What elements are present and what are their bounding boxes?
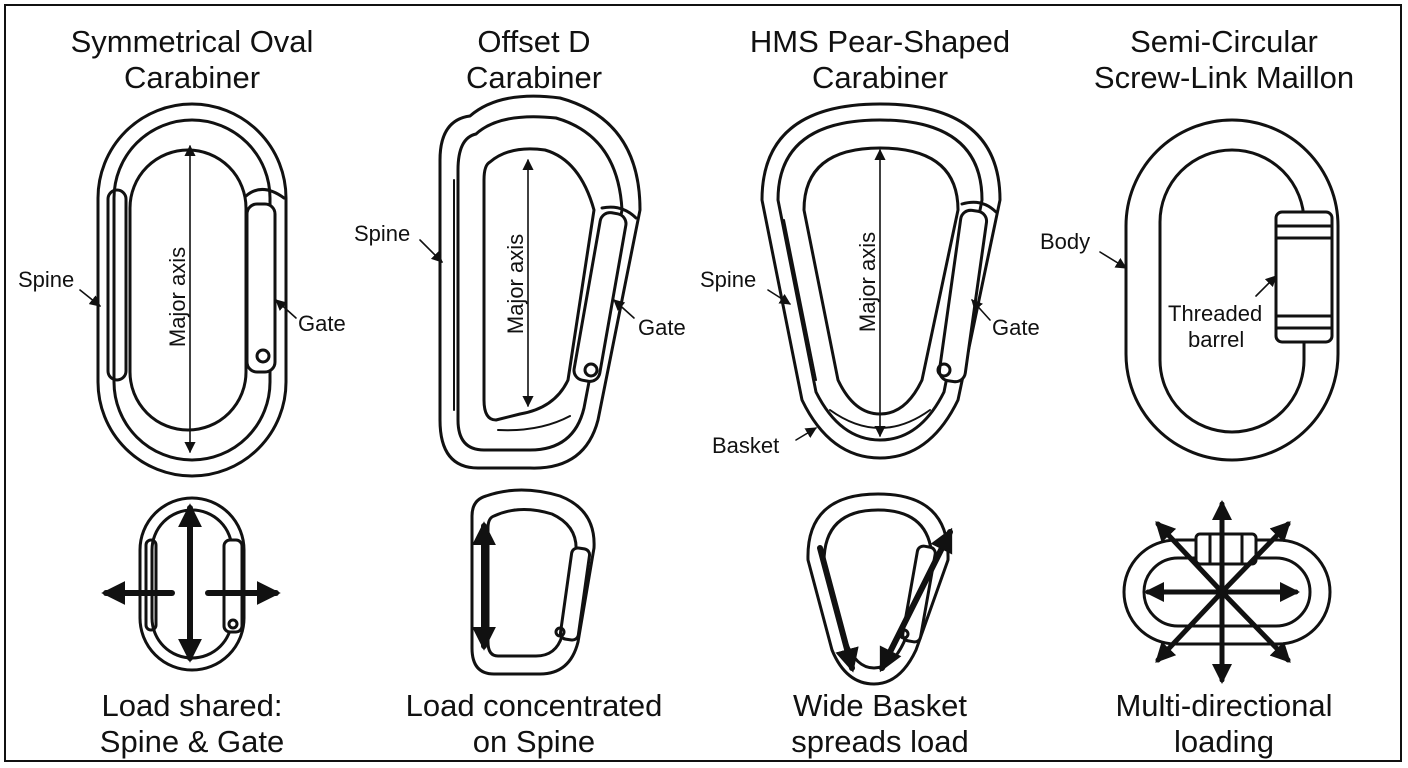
maillon-drawing bbox=[1124, 118, 1340, 462]
panel-title: Symmetrical Oval Carabiner bbox=[70, 24, 314, 95]
panel-title: Semi-Circular Screw-Link Maillon bbox=[1093, 24, 1355, 95]
oval-leader-lines bbox=[79, 289, 297, 319]
panel-oval: Symmetrical Oval Carabiner Load shared: … bbox=[16, 0, 368, 768]
maillon-load-arrows bbox=[1144, 500, 1300, 684]
panel-caption: Wide Basket spreads load bbox=[791, 688, 969, 759]
label-spine: Spine bbox=[700, 267, 757, 292]
label-threaded: Threaded bbox=[1168, 301, 1263, 326]
hms-load-arrows bbox=[817, 527, 953, 673]
label-major-axis: Major axis bbox=[855, 231, 880, 333]
diagram-frame bbox=[4, 4, 1402, 762]
label-gate: Gate bbox=[298, 311, 346, 336]
panel-caption: Multi-directional loading bbox=[1115, 688, 1333, 759]
panel-title: Offset D Carabiner bbox=[465, 24, 603, 95]
label-major-axis: Major axis bbox=[165, 246, 190, 348]
offset-d-carabiner-drawing bbox=[438, 94, 642, 470]
panel-hms: HMS Pear-Shaped Carabiner Wide Basket sp… bbox=[704, 0, 1056, 768]
maillon-leader-lines bbox=[1099, 251, 1277, 297]
label-barrel: barrel bbox=[1188, 327, 1245, 352]
oval-carabiner-drawing bbox=[96, 102, 288, 478]
panel-offset-d: Offset D Carabiner Load concentrated on … bbox=[358, 0, 710, 768]
panel-caption: Load shared: Spine & Gate bbox=[99, 688, 285, 759]
label-spine: Spine bbox=[354, 221, 411, 246]
oval-load-arrows bbox=[101, 503, 281, 663]
label-major-axis: Major axis bbox=[503, 233, 528, 335]
panel-maillon: Semi-Circular Screw-Link Maillon Multi-d… bbox=[1048, 0, 1400, 768]
panel-title: HMS Pear-Shaped Carabiner bbox=[749, 24, 1011, 95]
label-spine: Spine bbox=[18, 267, 75, 292]
label-basket: Basket bbox=[712, 433, 780, 458]
offset-d-load-diagram bbox=[470, 488, 596, 676]
label-gate: Gate bbox=[638, 315, 686, 340]
offset-d-leader-lines bbox=[419, 239, 635, 319]
label-gate: Gate bbox=[992, 315, 1040, 340]
label-body: Body bbox=[1040, 229, 1091, 254]
panel-caption: Load concentrated on Spine bbox=[405, 688, 663, 759]
hms-leader-lines bbox=[767, 289, 991, 441]
